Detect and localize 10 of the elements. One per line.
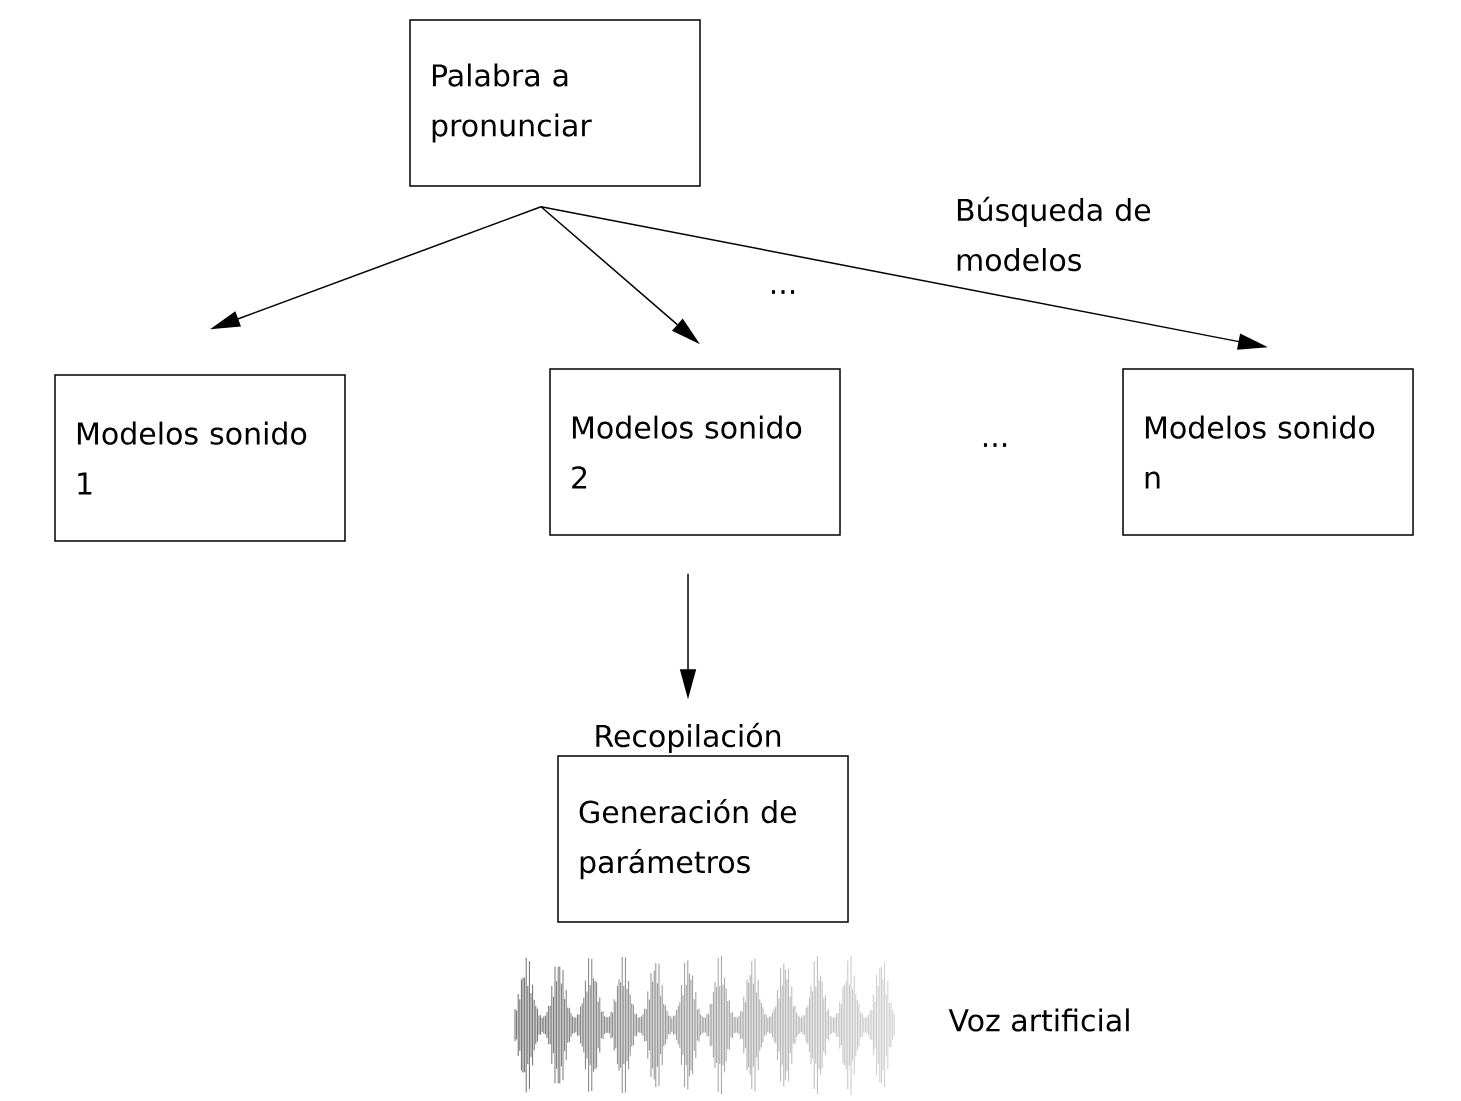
- process-box: Modelos sonido n: [1122, 368, 1414, 536]
- process-box: Palabra a pronunciar: [409, 19, 701, 187]
- process-box: Modelos sonido 1: [54, 374, 346, 542]
- ellipsis: ...: [771, 290, 795, 294]
- ellipsis: ...: [983, 443, 1007, 447]
- box-heading: Recopilación: [596, 722, 781, 754]
- edge-label: Búsqueda de modelos: [952, 193, 1158, 275]
- process-box: Modelos sonido 2: [549, 368, 841, 536]
- output-label: Voz artificial: [948, 1008, 1129, 1032]
- process-box: Generación de parámetros: [557, 755, 849, 923]
